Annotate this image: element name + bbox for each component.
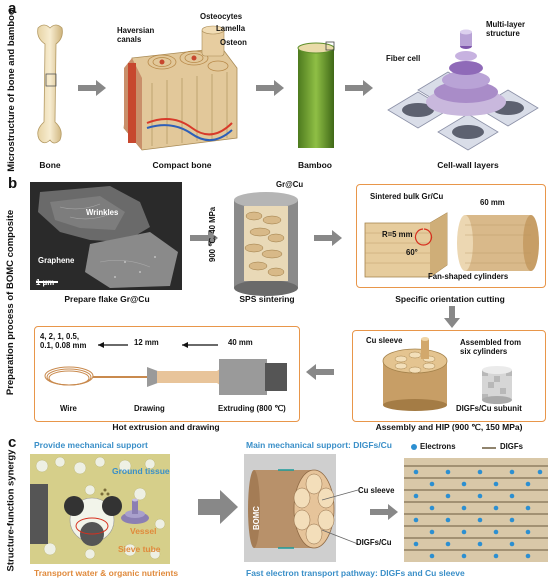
arrow-a1 — [78, 80, 106, 96]
drawing-label: Drawing — [134, 404, 165, 413]
assembly-cylinder — [382, 337, 448, 411]
r5-label: R=5 mm — [382, 230, 413, 239]
bomc-leaders — [321, 489, 359, 545]
panel-c-side-title: Structure-function synergy — [5, 449, 17, 571]
bomc-cylinder — [248, 469, 335, 549]
assembled-label: Assembled from six cylinders — [460, 338, 522, 356]
label-osteon: Osteon — [220, 38, 247, 47]
arrow-b1 — [190, 230, 218, 246]
sps-illustration — [234, 192, 298, 296]
label-osteocytes: Osteocytes — [200, 12, 243, 21]
electron-diagram — [404, 458, 548, 562]
sieve-tube-label: Sieve tube — [118, 544, 161, 554]
sps-condition-label: 900 ℃, 40 MPa — [208, 206, 217, 262]
vessel-label: Vessel — [130, 526, 157, 536]
extruding-label: Extruding (800 ℃) — [218, 404, 286, 413]
bamboo-section-label: Bamboo — [20, 488, 29, 520]
bamboo-caption: Bamboo — [298, 160, 332, 170]
bone-caption: Bone — [39, 160, 61, 170]
sem-scale-label: 1 μm — [36, 278, 55, 287]
arrow-b4 — [306, 364, 334, 380]
digfs-legend-icon — [482, 447, 496, 449]
sem-graphene-label: Graphene — [38, 256, 75, 265]
label-haversian: Haversian canals — [117, 26, 155, 44]
electrons-legend-label: Electrons — [420, 442, 456, 451]
arrow-a3 — [345, 80, 373, 96]
sps-caption: SPS sintering — [239, 294, 295, 304]
bomc-label: BOMC — [252, 506, 261, 530]
arrow-c1 — [198, 490, 238, 524]
orientation-panel — [356, 184, 546, 288]
arrow-b2 — [314, 230, 342, 246]
cell-wall-caption: Cell-wall layers — [437, 160, 499, 170]
bamboo-section — [30, 454, 170, 564]
subunit-label: DIGFs/Cu subunit — [456, 404, 522, 413]
subunit-cylinder — [482, 366, 512, 404]
digfs-legend-label: DIGFs — [500, 442, 523, 451]
panel-b-side-title: Preparation process of BOMC composite — [5, 209, 17, 396]
compact-bone-illustration — [123, 25, 238, 151]
fast-transport-label: Fast electron transport pathway: DIGFs a… — [246, 568, 465, 578]
c-digfs-cu-label: DIGFs/Cu — [356, 538, 392, 547]
c-cu-sleeve-label: Cu sleeve — [358, 486, 395, 495]
panel-a-letter: a — [8, 0, 17, 17]
orientation-caption: Specific orientation cutting — [395, 294, 505, 304]
main-support-label: Main mechanical support: DIGFs/Cu — [246, 440, 392, 450]
panel-a-side-title: Microstructure of bone and bamboo — [5, 8, 17, 172]
dim-40mm-label: 40 mm — [228, 338, 253, 347]
arrow-c2 — [370, 504, 398, 520]
dim-60mm-label: 60 mm — [480, 198, 505, 207]
label-multilayer: Multi-layer structure — [486, 20, 525, 38]
sps-grcu-label: Gr@Cu — [276, 180, 304, 189]
extrusion-illustration — [44, 359, 287, 395]
angle-60-label: 60° — [406, 248, 418, 257]
electrons-legend-icon — [411, 444, 417, 450]
prepare-caption: Prepare flake Gr@Cu — [64, 294, 150, 304]
wire-label: Wire — [60, 404, 77, 413]
transport-label: Transport water & organic nutrients — [34, 568, 179, 578]
arrow-a2 — [256, 80, 284, 96]
sem-image — [30, 182, 182, 290]
fan-label: Fan-shaped cylinders — [428, 272, 509, 281]
sintered-block — [364, 212, 448, 278]
extrusion-panel — [34, 326, 300, 422]
panel-b-letter: b — [8, 175, 18, 192]
arrow-b3 — [444, 306, 460, 328]
sintered-label: Sintered bulk Gr/Cu — [370, 192, 444, 201]
assembly-panel — [352, 330, 546, 422]
dim-12mm-label: 12 mm — [134, 338, 159, 347]
fan-cylinders — [457, 215, 539, 271]
mech-support-label: Provide mechanical support — [34, 440, 148, 450]
hip-caption: Assembly and HIP (900 ℃, 150 MPa) — [375, 422, 523, 432]
sem-wrinkles-label: Wrinkles — [86, 208, 119, 217]
cell-wall-illustration — [387, 29, 539, 151]
bone-illustration — [37, 24, 63, 144]
dim-arrows — [98, 342, 218, 348]
panel-c-letter: c — [8, 434, 17, 451]
compact-bone-caption: Compact bone — [152, 160, 212, 170]
ground-tissue-label: Ground tissue — [112, 466, 170, 476]
wire-dims-label: 4, 2, 1, 0.5, 0.1, 0.08 mm — [40, 332, 87, 350]
bamboo-illustration — [297, 41, 335, 148]
hot-extrusion-caption: Hot extrusion and drawing — [112, 422, 220, 432]
cu-sleeve-label: Cu sleeve — [366, 336, 403, 345]
label-lamella: Lamella — [216, 24, 246, 33]
label-fiber-cell: Fiber cell — [386, 54, 421, 63]
